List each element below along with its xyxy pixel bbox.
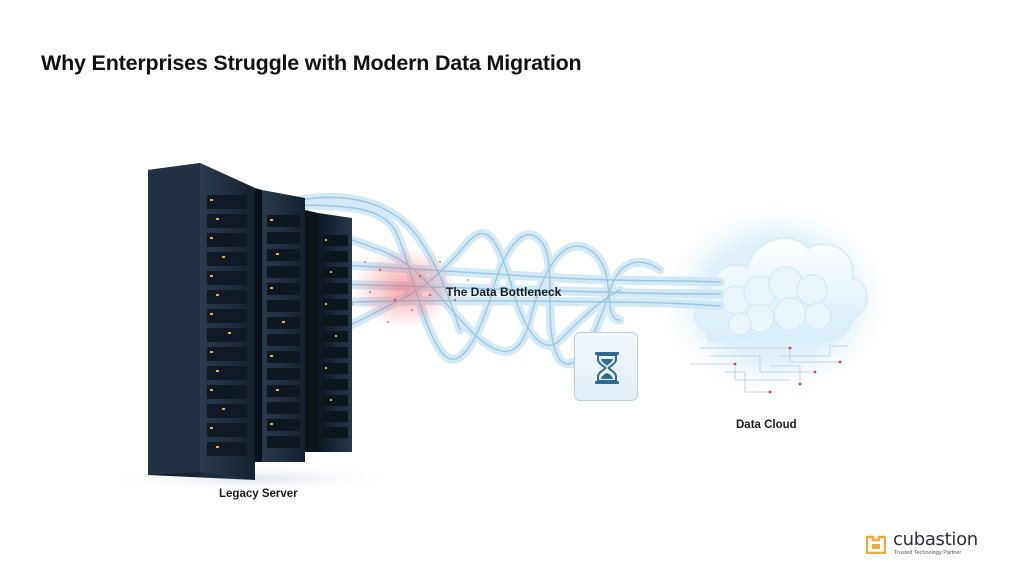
cubastion-logo-icon (866, 535, 886, 554)
brand: cubastion Trusted Technology Partner (866, 529, 986, 561)
legacy-server-label: Legacy Server (219, 488, 298, 500)
server-rack-icon (148, 163, 352, 480)
cloud-icon (655, 200, 895, 400)
page-title: Why Enterprises Struggle with Modern Dat… (41, 51, 582, 75)
bottleneck-label: The Data Bottleneck (446, 285, 562, 299)
brand-tagline: Trusted Technology Partner (894, 550, 962, 556)
hourglass-icon (595, 352, 619, 384)
data-cloud-label: Data Cloud (736, 419, 797, 431)
hourglass-tile (574, 332, 638, 401)
bottleneck-glow (351, 248, 469, 328)
brand-name: cubastion (893, 529, 978, 550)
